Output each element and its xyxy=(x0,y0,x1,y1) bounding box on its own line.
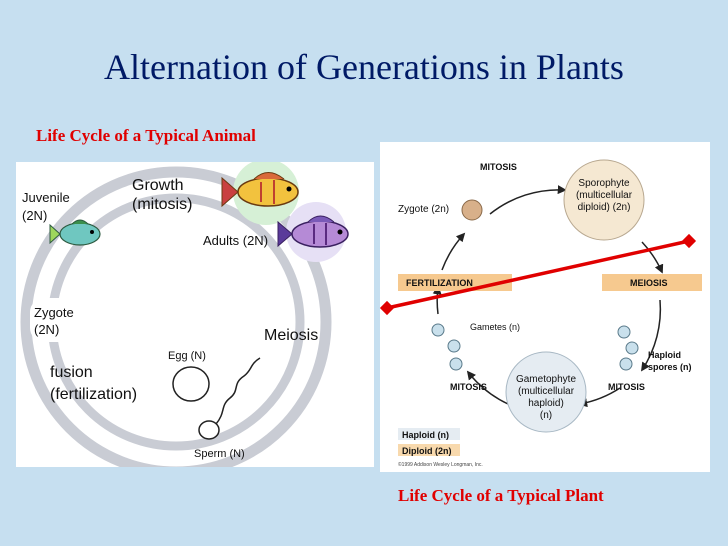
copyright-note: ©1999 Addison Wesley Longman, Inc. xyxy=(398,461,483,468)
label-juvenile: Juvenile xyxy=(22,190,70,205)
label-sporophyte: Sporophyte xyxy=(578,178,630,189)
label-adults: Adults (2N) xyxy=(203,233,268,248)
arrow-gametes-to-fertilization xyxy=(432,285,442,315)
label-gametophyte-4: (n) xyxy=(540,410,552,421)
label-gametophyte-3: haploid) xyxy=(528,398,564,409)
label-mitosis-right: MITOSIS xyxy=(608,382,645,392)
gametophyte-circle xyxy=(505,351,587,433)
haploid-spores-cluster-icon xyxy=(617,325,639,371)
arrow-sporophyte-to-meiosis xyxy=(641,241,664,274)
animal-cycle-panel: Growth (mitosis) Juvenile (2N) Adults (2… xyxy=(16,159,374,478)
label-fusion: fusion xyxy=(50,364,93,381)
label-zygote: Zygote xyxy=(34,305,74,320)
label-fertilization: (fertilization) xyxy=(50,386,137,403)
adult-fish-purple-icon xyxy=(277,202,349,262)
label-meiosis: MEIOSIS xyxy=(630,278,668,288)
label-gametophyte: Gametophyte xyxy=(516,374,576,385)
label-haploid-spores: Haploid xyxy=(648,350,681,360)
label-mitosis-top: MITOSIS xyxy=(480,162,517,172)
juvenile-fish-icon xyxy=(49,219,101,246)
arrow-fertilization-to-zygote xyxy=(441,232,466,271)
sperm-cell-icon xyxy=(198,357,261,440)
label-sperm: Sperm (N) xyxy=(194,448,245,460)
egg-cell-icon xyxy=(172,366,210,402)
label-mitosis-left: MITOSIS xyxy=(450,382,487,392)
label-gametophyte-2: (multicellular xyxy=(518,386,575,397)
adult-fish-orange-icon xyxy=(221,159,299,225)
label-growth-mitosis: (mitosis) xyxy=(132,196,192,213)
label-sporophyte-3: diploid) (2n) xyxy=(578,202,631,213)
arrow-gametophyte-to-gametes xyxy=(466,370,509,405)
plant-caption: Life Cycle of a Typical Plant xyxy=(398,486,604,505)
label-growth: Growth xyxy=(132,177,184,194)
legend-diploid-label: Diploid (2n) xyxy=(402,446,452,456)
zygote-cell-icon xyxy=(461,199,483,221)
plant-cycle-diagram: Sporophyte (multicellular diploid) (2n) … xyxy=(398,159,702,468)
label-zygote-ploidy: (2N) xyxy=(34,322,59,337)
animal-caption: Life Cycle of a Typical Animal xyxy=(36,126,256,145)
plant-cycle-panel: Sporophyte (multicellular diploid) (2n) … xyxy=(380,142,710,472)
label-fertilization: FERTILIZATION xyxy=(406,278,473,288)
label-meiosis: Meiosis xyxy=(264,327,318,344)
page-title: Alternation of Generations in Plants xyxy=(104,47,624,87)
legend-haploid-label: Haploid (n) xyxy=(402,430,449,440)
gametes-cluster-icon xyxy=(431,323,463,371)
arrow-zygote-to-sporophyte xyxy=(489,185,567,215)
label-haploid-spores-2: spores (n) xyxy=(648,362,692,372)
legend-diploid-swatch xyxy=(398,444,460,456)
label-egg: Egg (N) xyxy=(168,350,206,362)
label-zygote: Zygote (2n) xyxy=(398,204,449,215)
zygote-label-box xyxy=(30,298,96,342)
label-juvenile-ploidy: (2N) xyxy=(22,208,47,223)
legend-haploid-swatch xyxy=(398,428,460,440)
label-gametes: Gametes (n) xyxy=(470,322,520,332)
animal-cycle-diagram: Growth (mitosis) Juvenile (2N) Adults (2… xyxy=(20,159,349,478)
label-sporophyte-2: (multicellular xyxy=(576,190,633,201)
